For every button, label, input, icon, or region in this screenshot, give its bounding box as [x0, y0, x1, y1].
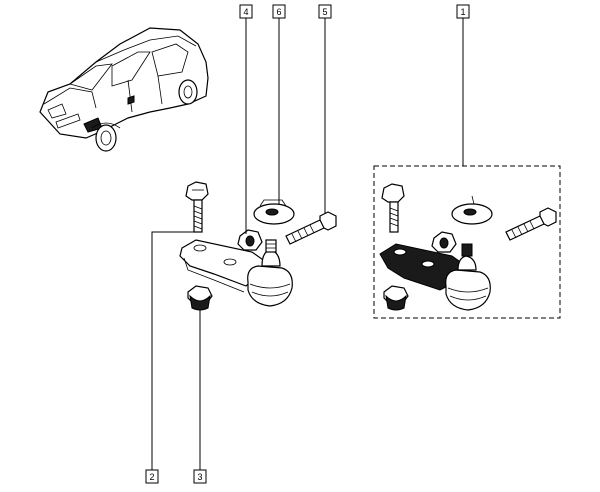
callout-label-6: 6 — [276, 7, 281, 17]
callout-label-5: 5 — [322, 7, 327, 17]
ball-joint — [247, 239, 293, 307]
right-assembly — [373, 165, 561, 319]
washer-6 — [253, 199, 295, 225]
callout-5: 5 — [318, 4, 332, 19]
callout-4: 4 — [239, 4, 253, 19]
nut-4 — [237, 229, 263, 251]
leader-lines — [151, 18, 464, 470]
callout-1: 1 — [456, 4, 470, 19]
nut-3 — [187, 285, 213, 311]
callout-6: 6 — [272, 4, 286, 19]
callout-label-1: 1 — [460, 7, 465, 17]
bolt-angled — [285, 211, 337, 245]
callout-label-2: 2 — [149, 472, 154, 482]
left-assembly — [179, 181, 337, 311]
car-illustration — [39, 27, 209, 152]
callout-3: 3 — [193, 469, 207, 484]
callout-2: 2 — [145, 469, 159, 484]
bolt-vertical — [185, 181, 209, 233]
callout-label-3: 3 — [197, 472, 202, 482]
callout-label-4: 4 — [243, 7, 248, 17]
